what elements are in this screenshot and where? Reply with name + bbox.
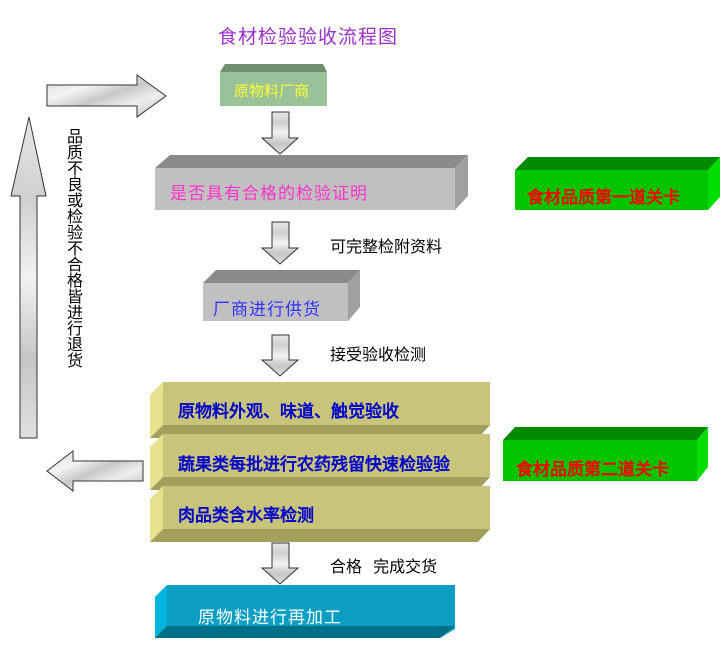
- inspection-box-2: [150, 434, 490, 490]
- pass-delivery-label: 合格 完成交货: [330, 557, 438, 576]
- supplier-label: 原物料厂商: [234, 82, 310, 100]
- diagram-title: 食材检验验收流程图: [218, 26, 399, 48]
- reprocess-box: [155, 585, 455, 638]
- down-arrow-icon: [260, 111, 300, 155]
- down-arrow-icon: [260, 221, 300, 265]
- certificate-check-label: 是否具有合格的检验证明: [170, 184, 368, 204]
- certificate-check-box: [155, 155, 468, 210]
- gate-one-label: 食材品质第一道关卡: [527, 188, 680, 208]
- gate-two-label: 食材品质第二道关卡: [516, 460, 669, 480]
- supplier-box: [220, 64, 327, 106]
- right-arrow-icon: [46, 74, 167, 118]
- inspection-box-3: [150, 486, 490, 542]
- inspection-item-3: 肉品类含水率检测: [178, 506, 314, 526]
- up-arrow-icon: [10, 116, 47, 439]
- down-arrow-icon: [260, 334, 300, 377]
- supplier-delivery-label: 厂商进行供货: [213, 300, 321, 320]
- gate-one-box: [515, 157, 720, 210]
- down-arrow-icon: [260, 542, 300, 585]
- left-arrow-icon: [46, 449, 144, 493]
- reprocess-label: 原物料进行再加工: [198, 608, 342, 628]
- accept-inspection-label: 接受验收检测: [330, 345, 427, 364]
- inspection-item-2: 蔬果类每批进行农药残留快速检验验: [178, 455, 450, 475]
- return-note-label: 品质不良或检验不合格皆进行退货: [64, 128, 83, 368]
- gate-two-box: [503, 427, 708, 481]
- supplier-delivery-box: [203, 270, 360, 321]
- inspection-item-1: 原物料外观、味道、触觉验收: [178, 402, 399, 422]
- inspection-box-1: [150, 382, 490, 438]
- docs-complete-label: 可完整检附资料: [330, 237, 443, 256]
